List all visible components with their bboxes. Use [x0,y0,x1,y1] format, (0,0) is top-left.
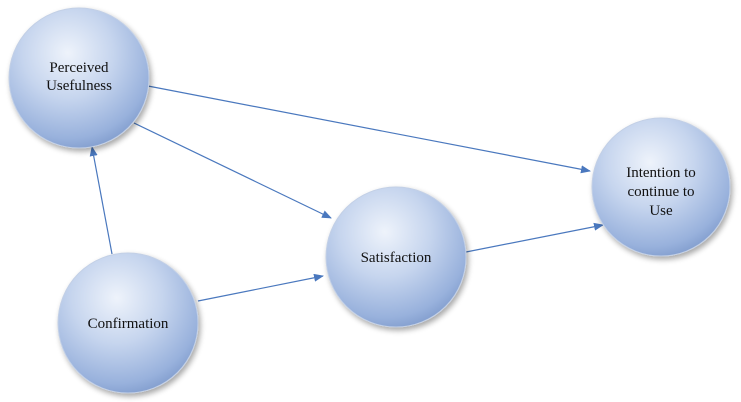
node-label-line: Usefulness [46,78,112,94]
node-confirmation: Confirmation [57,252,199,394]
node-circle [57,252,199,394]
arrow-satisfaction-to-intention [465,222,604,253]
node-circle [325,186,467,328]
node-label-line: Confirmation [88,316,169,332]
node-perceived-usefulness: Perceived Usefulness [8,7,150,149]
arrow-usefulness-to-satisfaction [133,122,332,219]
arrow-confirmation-to-usefulness [89,146,113,255]
node-label-line: continue to [627,184,694,200]
node-label-line: Use [649,203,673,219]
node-label-line: Intention to [626,165,696,181]
edges-layer [89,85,604,302]
arrow-usefulness-to-intention [147,85,591,174]
node-intention-to-continue: Intention to continue to Use [591,117,731,257]
node-label-line: Perceived [49,60,109,76]
arrow-confirmation-to-satisfaction [197,273,324,302]
node-circle [8,7,150,149]
node-circle [591,117,731,257]
node-label-line: Satisfaction [361,250,432,266]
node-satisfaction: Satisfaction [325,186,467,328]
